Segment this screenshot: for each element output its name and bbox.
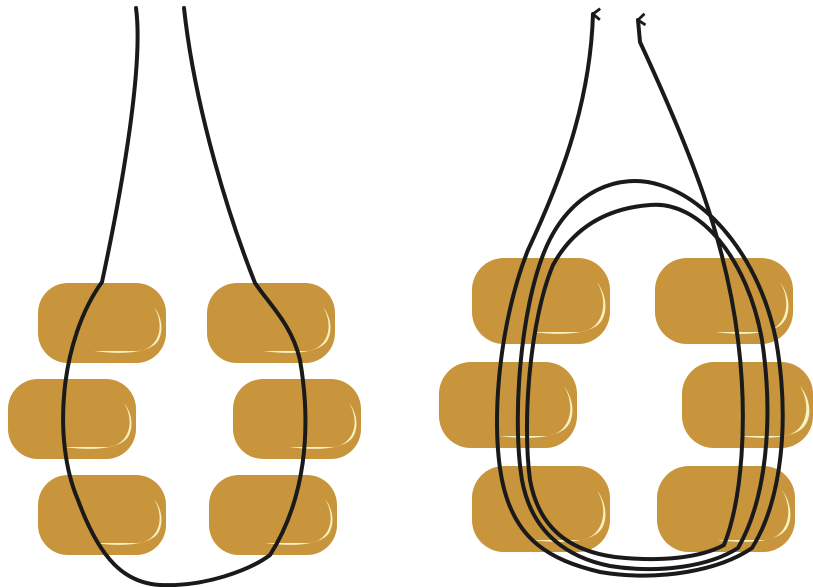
bead-left-bottom-right bbox=[209, 475, 337, 555]
bead-group-left-panel bbox=[8, 283, 361, 555]
bead-left-middle-right bbox=[233, 379, 361, 459]
bead-left-top-left bbox=[38, 283, 166, 363]
bead-right-middle-left bbox=[439, 362, 577, 448]
bead-left-bottom-left bbox=[38, 475, 166, 555]
bead-left-middle-left bbox=[8, 379, 136, 459]
left-panel bbox=[8, 8, 361, 585]
right-panel bbox=[439, 14, 813, 576]
bead-left-top-right bbox=[207, 283, 335, 363]
bead-right-middle-right bbox=[682, 362, 813, 448]
